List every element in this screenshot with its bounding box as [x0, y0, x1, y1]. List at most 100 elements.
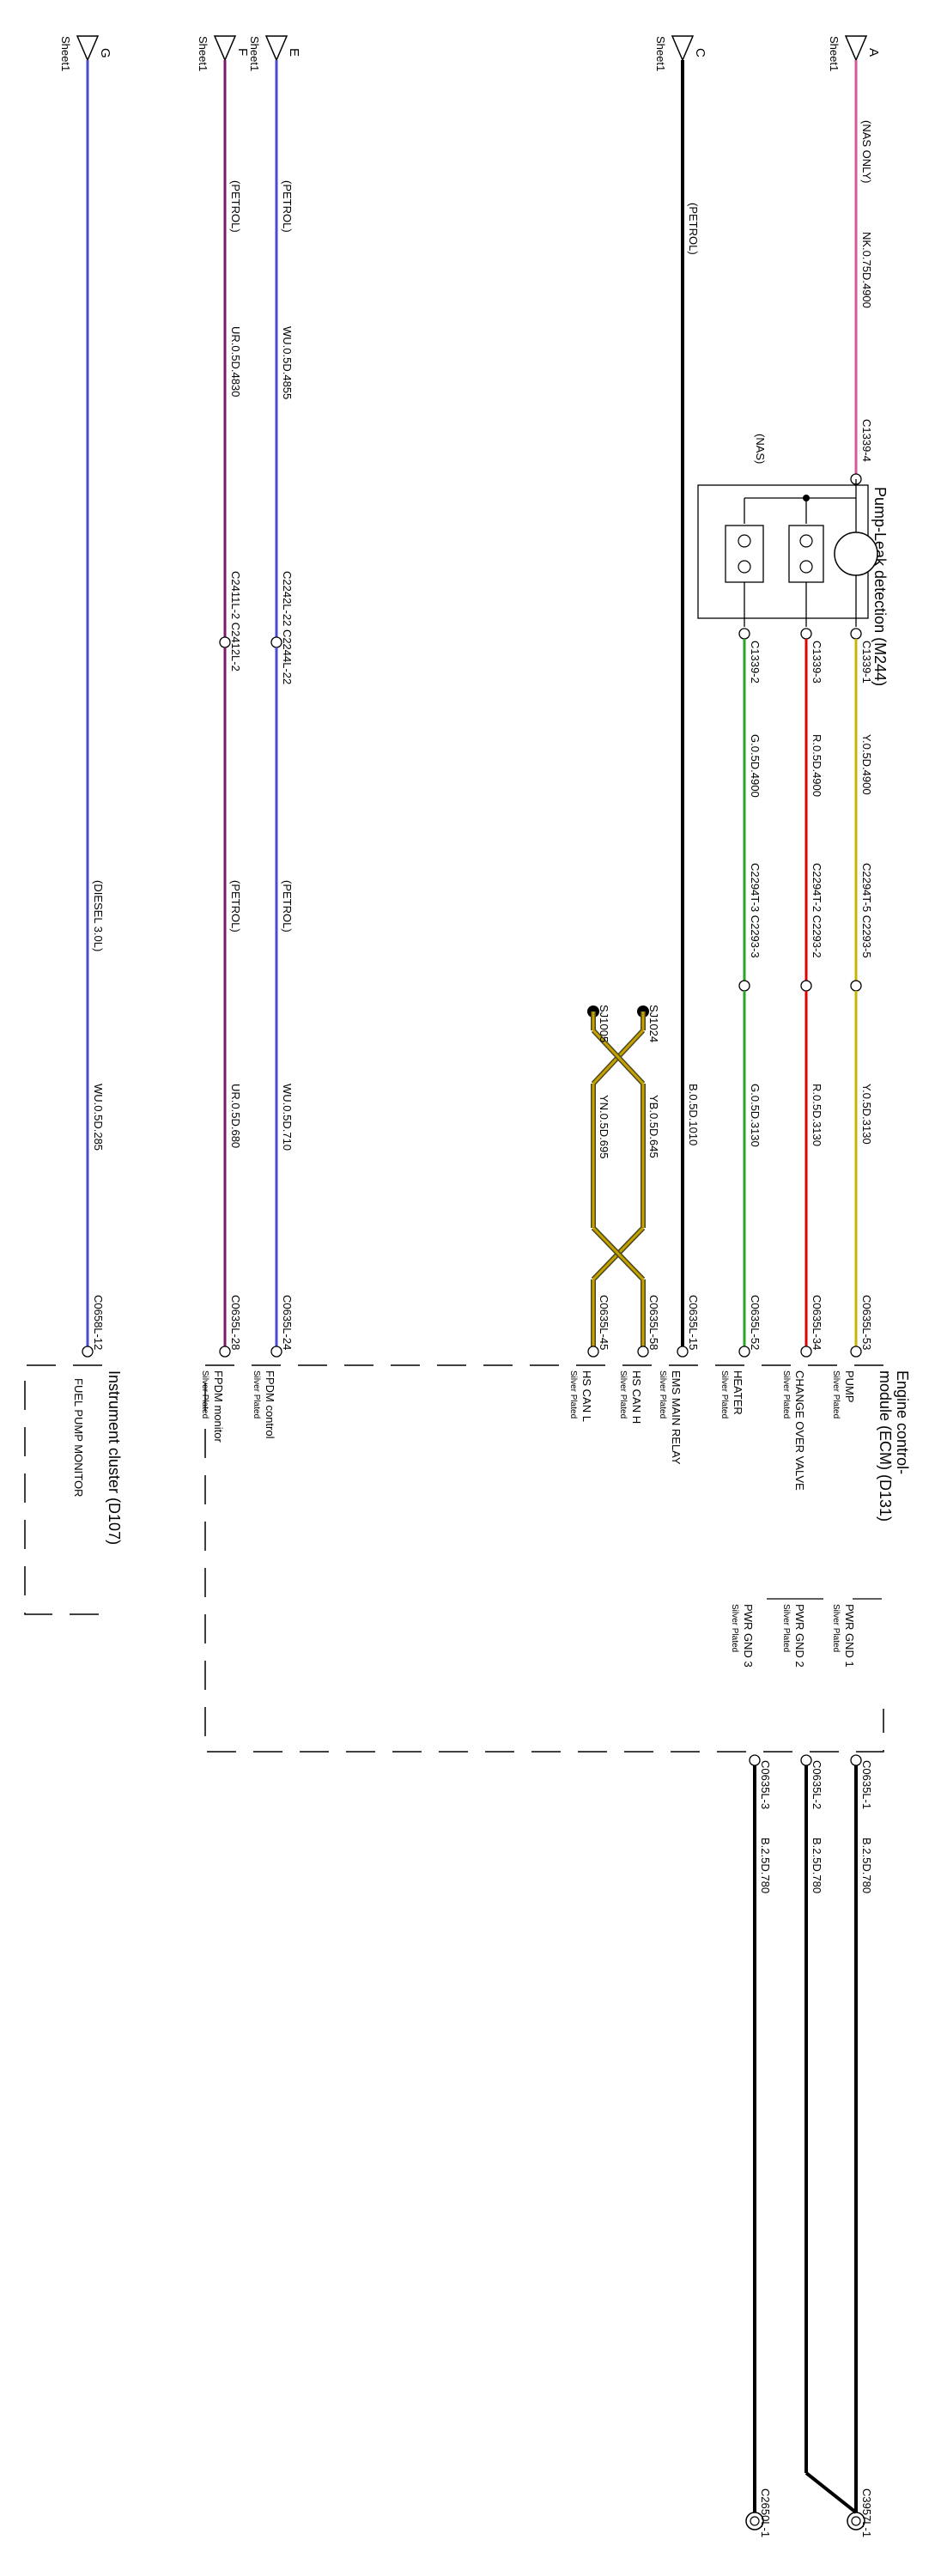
ecm-pin-gnd1-plating: Silver Plated — [831, 1604, 841, 1652]
wire-gnd1-connector: C0635L-1 — [860, 1760, 873, 1809]
ecm-pin-ems-relay: EMS MAIN RELAY — [670, 1370, 683, 1465]
wire-pump-spec-a: Y.0.5D.4900 — [860, 734, 873, 795]
can-h-spec: YB.0.5D.645 — [647, 1095, 660, 1158]
sheet-ref-c-sheet: Sheet1 — [654, 36, 667, 71]
sheet-ref-a-sheet: Sheet1 — [828, 36, 841, 71]
connector-pin-icon — [850, 628, 862, 640]
ecm-pin-valve: CHANGE OVER VALVE — [793, 1370, 806, 1491]
connector-pin-icon — [738, 628, 750, 640]
ecm-pin-gnd2-plating: Silver Plated — [781, 1604, 791, 1652]
instrument-cluster[interactable]: Instrument cluster (D107) FUEL PUMP MONI… — [24, 1364, 123, 1615]
wire-gnd2-spec: B.2.5D.780 — [811, 1838, 823, 1893]
wire-f[interactable]: (PETROL) UR.0.5D.4830 C2411L-2 C2412L-2 … — [219, 60, 242, 1358]
sheet-ref-f[interactable]: F Sheet1 — [197, 35, 250, 71]
wire-pump-splice: C2294T-5 C2293-5 — [860, 863, 873, 958]
connector-pin-icon — [800, 1346, 812, 1358]
ecm-pin-gnd3-plating: Silver Plated — [730, 1604, 739, 1652]
wire-pump[interactable]: C1339-1 Y.0.5D.4900 C2294T-5 C2293-5 Y.0… — [850, 628, 873, 1358]
cluster-outline — [24, 1364, 102, 1615]
wire-g-connector: C0658L-12 — [92, 1295, 105, 1350]
connector-pin-icon — [800, 628, 812, 640]
can-l-connector: C0635L-45 — [598, 1295, 610, 1350]
wire-e-variant: (PETROL) — [281, 180, 294, 233]
sheet-ref-c[interactable]: C Sheet1 — [654, 35, 707, 71]
ecm-outline — [204, 1364, 884, 1753]
can-h-connector: C0635L-58 — [647, 1295, 660, 1350]
sheet-ref-g-letter: G — [98, 48, 112, 58]
rotated-schematic: A Sheet1 C Sheet1 E Sheet1 F Sheet1 G Sh… — [24, 35, 911, 2537]
wire-a-spec: NK.0.75D.4900 — [860, 232, 873, 308]
ecm-pin-gnd3: PWR GND 3 — [742, 1604, 755, 1668]
wire-pump-pin: C1339-1 — [860, 641, 873, 683]
heater-element-icon — [725, 525, 764, 583]
wire-heater-connector: C0635L-52 — [749, 1295, 762, 1350]
ecm-title-line1: Engine control- — [894, 1370, 911, 1474]
wire-heater-splice: C2294T-3 C2293-3 — [749, 863, 762, 958]
connector-pin-icon — [587, 1346, 599, 1358]
wire-gnd3-spec: B.2.5D.780 — [759, 1838, 772, 1893]
connector-pin-icon — [850, 1754, 862, 1766]
wire-a-variant: (NAS ONLY) — [860, 120, 873, 183]
hs-can-pair[interactable]: SJ1024 SJ1005 YB.0.5D.645 YN.0.5D.695 C0… — [587, 1005, 660, 1358]
wire-f-connector: C0635L-28 — [229, 1295, 242, 1350]
ecm-pin-fpdm-control-plating: Silver Plated — [252, 1370, 261, 1419]
wire-f-splice: C2411L-2 C2412L-2 — [229, 571, 242, 671]
wire-f-spec-a: UR.0.5D.4830 — [229, 326, 242, 397]
ecm-pin-can-h: HS CAN H — [630, 1370, 643, 1424]
ecm-title-line2: module (ECM) (D131) — [877, 1370, 894, 1522]
sheet-ref-g[interactable]: G Sheet1 — [59, 35, 112, 71]
sheet-ref-a[interactable]: A Sheet1 — [828, 35, 881, 71]
ecm-pin-valve-plating: Silver Plated — [781, 1370, 791, 1419]
wire-valve-splice: C2294T-2 C2293-2 — [811, 863, 823, 958]
ecm-pin-gnd2: PWR GND 2 — [793, 1604, 806, 1668]
wire-valve[interactable]: C1339-3 R.0.5D.4900 C2294T-2 C2293-2 R.0… — [800, 628, 823, 1358]
ecm-pin-fpdm-monitor-plating: Silver Plated — [200, 1370, 209, 1419]
pump-leak-nas-label: (NAS) — [754, 434, 767, 464]
ground-terminal-inner-icon — [851, 2516, 861, 2526]
wire-gnd1[interactable]: C0635L-1 B.2.5D.780 C3957L-1 — [847, 1754, 873, 2537]
pump-leak-module-title: Pump-Leak detection (M244) — [871, 487, 889, 686]
connector-pin-icon — [749, 1754, 761, 1766]
connector-pin-icon — [270, 1346, 282, 1358]
sheet-arrow-a-icon — [844, 35, 868, 62]
connector-pin-icon — [270, 636, 282, 648]
wire-gnd3[interactable]: C0635L-3 B.2.5D.780 C2650L-1 — [745, 1754, 772, 2537]
ecm-pin-heater-plating: Silver Plated — [719, 1370, 729, 1419]
wire-gnd3-end: C2650L-1 — [759, 2488, 772, 2537]
sheet-arrow-f-icon — [213, 35, 237, 62]
valve-coil-icon — [799, 534, 813, 548]
wire-heater-spec-b: G.0.5D.3130 — [749, 1084, 762, 1147]
ecm-pin-fpdm-monitor: FPDM monitor — [212, 1370, 225, 1443]
connector-pin-icon — [219, 1346, 231, 1358]
wire-f-spec-b: UR.0.5D.680 — [229, 1084, 242, 1148]
sheet-ref-e-sheet: Sheet1 — [248, 36, 261, 71]
pump-leak-module[interactable]: Pump-Leak detection (M244) (NAS) — [697, 434, 889, 686]
wire-g-spec: WU.0.5D.285 — [92, 1084, 105, 1151]
sheet-ref-g-sheet: Sheet1 — [59, 36, 72, 71]
connector-pin-icon — [800, 1754, 812, 1766]
wire-g-variant: (DIESEL 3.0L) — [92, 880, 105, 951]
wire-gnd1-spec: B.2.5D.780 — [860, 1838, 873, 1893]
connector-pin-icon — [637, 1346, 649, 1358]
wire-c[interactable]: (PETROL) B.0.5D.1010 C0635L-15 — [677, 60, 700, 1358]
cluster-title: Instrument cluster (D107) — [106, 1370, 123, 1545]
connector-pin-icon — [738, 980, 750, 992]
wire-a[interactable]: (NAS ONLY) NK.0.75D.4900 C1339-4 — [850, 60, 873, 485]
wire-f-variant: (PETROL) — [229, 180, 242, 233]
ecm-pin-pump: PUMP — [843, 1370, 856, 1403]
connector-pin-icon — [219, 636, 231, 648]
wire-gnd2[interactable]: C0635L-2 B.2.5D.780 — [800, 1754, 858, 2514]
wire-heater-spec-a: G.0.5D.4900 — [749, 734, 762, 798]
wire-e[interactable]: (PETROL) WU.0.5D.4855 C2242L-22 C2244L-2… — [270, 60, 294, 1358]
can-l-splice-label: SJ1005 — [598, 1005, 610, 1042]
ecm-module[interactable]: Engine control- module (ECM) (D131) PUMP… — [200, 1364, 911, 1753]
wire-valve-spec-a: R.0.5D.4900 — [811, 734, 823, 797]
connector-pin-icon — [800, 980, 812, 992]
heater-coil-icon — [738, 534, 751, 548]
ecm-pin-ems-relay-plating: Silver Plated — [658, 1370, 667, 1419]
wire-heater[interactable]: C1339-2 G.0.5D.4900 C2294T-3 C2293-3 G.0… — [738, 628, 762, 1358]
wire-c-spec: B.0.5D.1010 — [687, 1084, 700, 1145]
wire-g[interactable]: (DIESEL 3.0L) WU.0.5D.285 C0658L-12 — [82, 60, 105, 1358]
sheet-ref-e[interactable]: E Sheet1 — [248, 35, 301, 71]
